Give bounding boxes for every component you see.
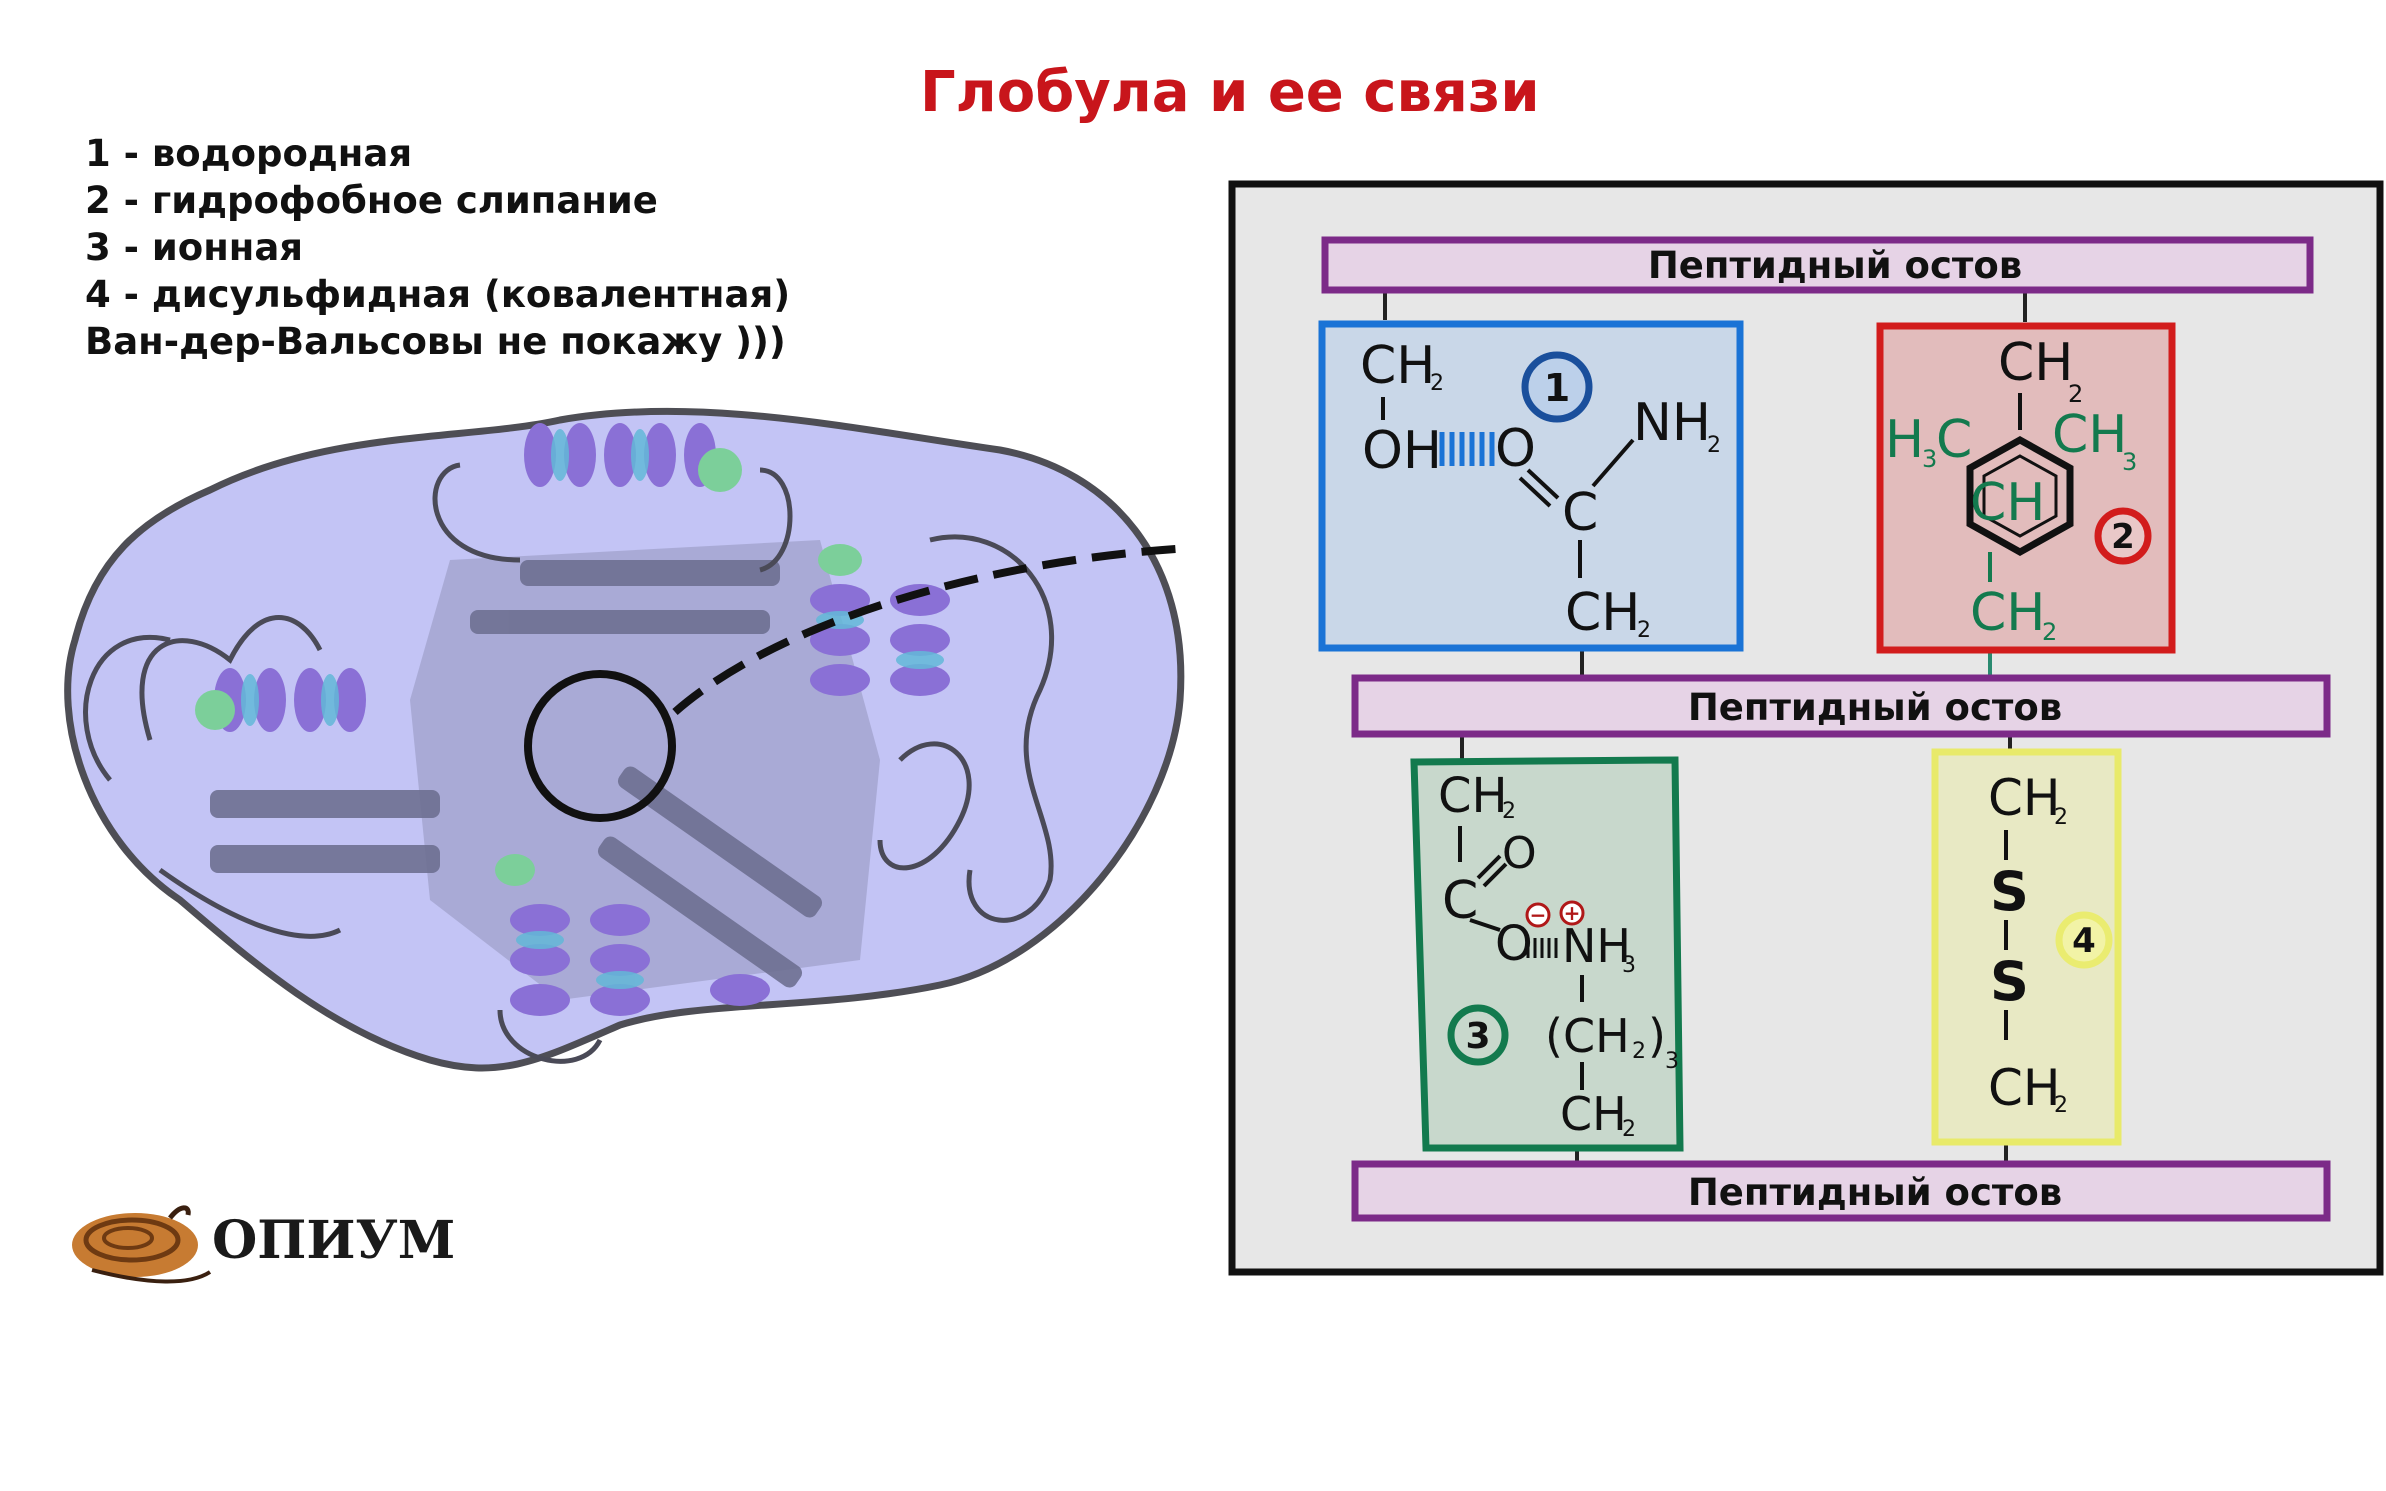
bond-number-1: 1 <box>1544 366 1570 410</box>
box3-ch2-group-close: ) <box>1648 1009 1666 1063</box>
box1-oh: OH <box>1362 421 1442 481</box>
box2-h3c-sub: 3 <box>1922 445 1937 473</box>
globule-illustration <box>68 411 1190 1068</box>
backbone-bottom: Пептидный остов <box>1355 1164 2327 1218</box>
bond-number-3: 3 <box>1465 1016 1490 1057</box>
box2-ch2-top-sub: 2 <box>2068 380 2083 408</box>
box3-ch2-top-sub: 2 <box>1502 799 1516 824</box>
box1-ch2-top-sub: 2 <box>1430 371 1444 396</box>
box2-ch3: CH <box>2052 405 2127 465</box>
box3-nh3: NH <box>1562 919 1631 973</box>
box1-c: C <box>1562 483 1598 543</box>
box3-ch2-group: (CH <box>1545 1009 1630 1063</box>
minus-charge: − <box>1530 903 1547 927</box>
box1-ch2-bottom-sub: 2 <box>1637 618 1651 643</box>
backbone-top-label: Пептидный остов <box>1648 244 2022 287</box>
logo-text: ОПИУМ <box>212 1210 455 1271</box>
box4-ch2-bottom: CH <box>1988 1059 2061 1117</box>
box4-s1: S <box>1990 860 2029 923</box>
box2-ch: CH <box>1970 473 2045 533</box>
box-ionic: CH 2 O C O − + NH 3 (CH 2 <box>1414 760 1680 1148</box>
box1-ch2-bottom: CH <box>1565 583 1640 643</box>
box4-s2: S <box>1990 950 2029 1013</box>
box-disulfide: CH 2 S S CH 2 4 <box>1935 752 2118 1142</box>
box2-h3c: H <box>1885 410 1924 470</box>
box3-o-top: O <box>1502 828 1537 879</box>
backbone-middle: Пептидный остов <box>1355 678 2327 734</box>
box-hydrophobic: CH 2 H 3 C CH 3 CH CH 2 2 <box>1880 326 2172 650</box>
box3-nh3-sub: 3 <box>1622 953 1636 978</box>
beta-sheet-cluster <box>410 540 880 1000</box>
box2-h3c-c: C <box>1936 410 1972 470</box>
box3-ch2-group-sub: 2 <box>1632 1039 1646 1064</box>
box2-ch2-top: CH <box>1998 333 2073 393</box>
box3-ch2-top: CH <box>1438 768 1508 824</box>
bond-number-4: 4 <box>2072 921 2096 961</box>
backbone-bottom-label: Пептидный остов <box>1688 1171 2062 1214</box>
box1-nh2-sub: 2 <box>1707 433 1721 458</box>
box4-ch2-top: CH <box>1988 769 2061 827</box>
box1-ch2-top: CH <box>1360 336 1435 396</box>
box-hydrogen-bond: CH 2 OH O C NH 2 CH 2 1 <box>1322 324 1740 648</box>
bonds-panel: Пептидный остов Пептидный остов Пептидны… <box>1232 184 2380 1272</box>
box2-ch2-bottom-sub: 2 <box>2042 618 2057 646</box>
box3-ch2-bottom: CH <box>1560 1087 1627 1141</box>
box4-ch2-top-sub: 2 <box>2054 805 2068 830</box>
backbone-top: Пептидный остов <box>1325 240 2310 290</box>
logo-bun-icon <box>72 1208 210 1282</box>
box3-ch2-group-count: 3 <box>1665 1049 1679 1074</box>
box2-ch2-bottom: CH <box>1970 583 2045 643</box>
box1-nh2: NH <box>1633 393 1711 453</box>
box4-ch2-bottom-sub: 2 <box>2054 1093 2068 1118</box>
bond-number-2: 2 <box>2111 517 2135 557</box>
box3-ch2-bottom-sub: 2 <box>1622 1117 1636 1142</box>
box2-ch3-sub: 3 <box>2122 448 2137 476</box>
logo: ОПИУМ <box>72 1208 455 1282</box>
backbone-middle-label: Пептидный остов <box>1688 686 2062 729</box>
